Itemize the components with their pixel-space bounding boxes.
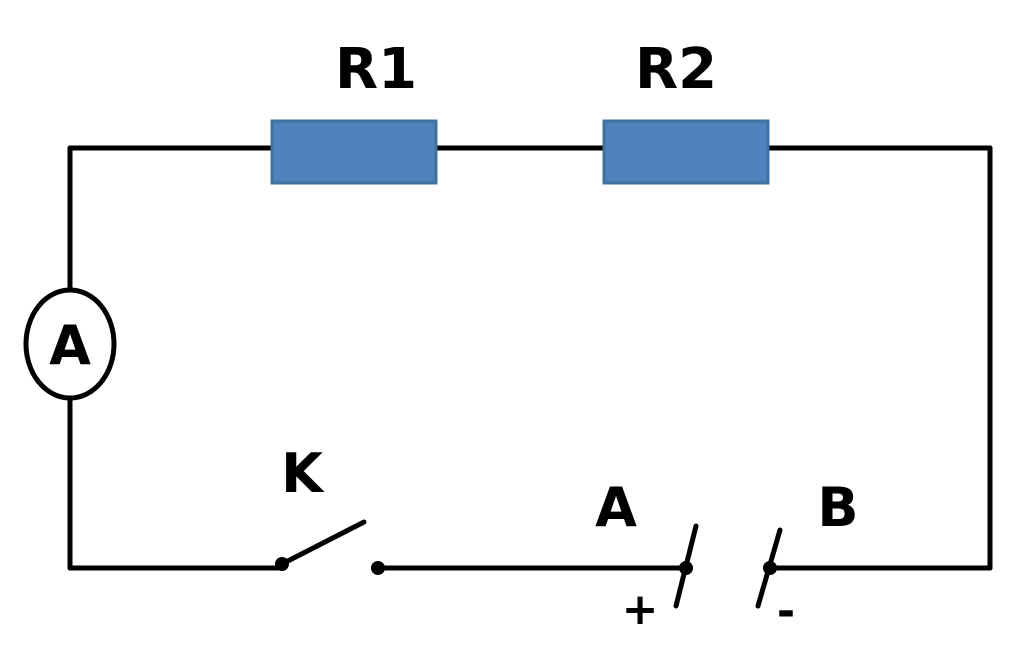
battery-terminal-b-label: B <box>817 476 858 539</box>
ammeter-label: A <box>49 314 91 377</box>
ammeter-circle <box>23 287 117 401</box>
resistor-r1-label: R1 <box>335 37 417 102</box>
battery-terminal-a-label: A <box>595 476 637 539</box>
battery-plus-sign: + <box>622 584 659 635</box>
resistor-r2-label: R2 <box>635 37 717 102</box>
battery-minus-sign: - <box>777 586 795 637</box>
resistor-r2 <box>602 119 770 185</box>
switch-blade <box>279 519 367 567</box>
battery-plate-negative <box>755 527 783 609</box>
resistor-r1 <box>270 119 438 185</box>
switch-contact <box>371 561 385 575</box>
switch-label: K <box>281 442 325 505</box>
battery-plate-positive <box>673 523 699 609</box>
